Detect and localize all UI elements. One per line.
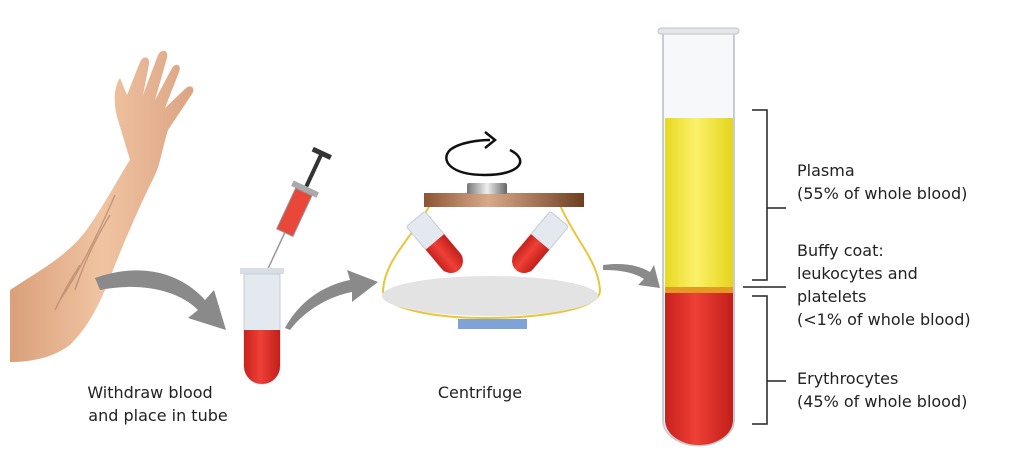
rotation-arrow-icon [445, 131, 522, 177]
erythrocytes-label: Erythrocytes [797, 369, 898, 388]
buffy-coat-layer [665, 287, 733, 293]
arrow-centrifuge-to-tube [603, 263, 660, 288]
arrow-arm-to-tube [95, 270, 226, 330]
centrifuge-label: Centrifuge [438, 383, 522, 402]
syringe-icon [265, 146, 332, 273]
buffy-coat-label: Buffy coat: [797, 241, 884, 260]
withdraw-label-line1: Withdraw blood [87, 383, 212, 402]
erythrocytes-share: (45% of whole blood) [797, 392, 967, 411]
buffy-coat-line3: platelets [797, 287, 866, 306]
sample-tube [240, 268, 284, 385]
arrow-tube-to-centrifuge [285, 270, 378, 330]
plasma-layer [665, 118, 733, 288]
separated-blood-tube [657, 27, 740, 447]
brackets [743, 109, 786, 425]
plasma-share: (55% of whole blood) [797, 184, 967, 203]
centrifuge-illustration [381, 131, 602, 329]
plasma-label: Plasma [797, 161, 855, 180]
buffy-coat-line2: leukocytes and [797, 264, 918, 283]
buffy-coat-share: (<1% of whole blood) [797, 310, 971, 329]
erythrocyte-layer [665, 293, 733, 445]
arm-illustration [10, 50, 194, 362]
withdraw-label-line2: and place in tube [88, 406, 227, 425]
